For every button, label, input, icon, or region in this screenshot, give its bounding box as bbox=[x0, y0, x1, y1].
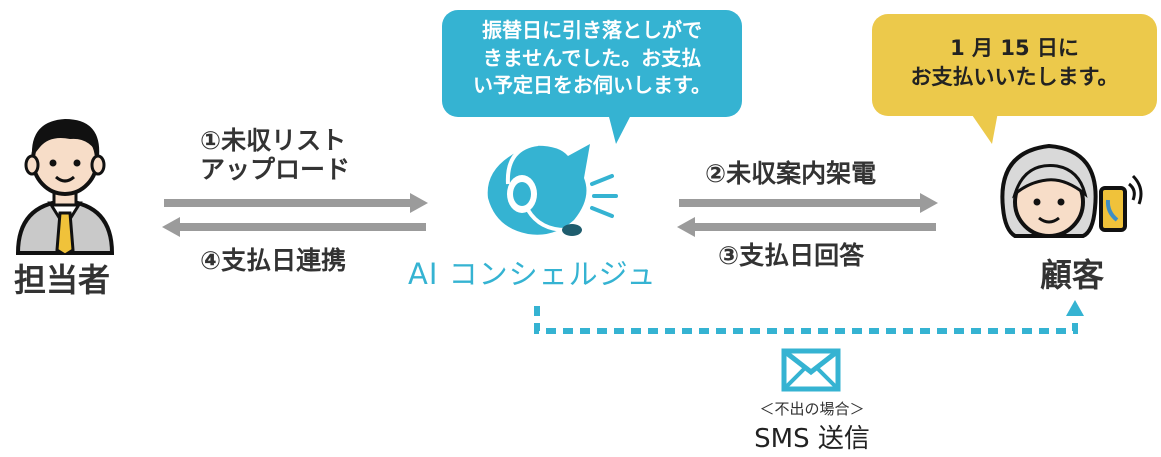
ai-customer-arrows bbox=[677, 193, 938, 237]
step4-label: ④支払日連携 bbox=[200, 246, 347, 275]
customer-speech-bubble bbox=[872, 14, 1157, 144]
sms-condition-note: ＜不出の場合＞ bbox=[759, 400, 865, 418]
ai-speech-bubble bbox=[442, 10, 742, 144]
customer-label: 顧客 bbox=[1040, 256, 1105, 294]
customer-bubble-line1: 1 月 15 日に bbox=[950, 36, 1079, 60]
sms-label: SMS 送信 bbox=[754, 424, 870, 454]
staff-icon bbox=[15, 119, 115, 255]
staff-ai-arrows bbox=[162, 193, 428, 237]
ai-bubble-line1: 振替日に引き落としがで bbox=[482, 18, 702, 42]
step1-line1: ①未収リスト bbox=[200, 126, 347, 155]
ai-bubble-line2: きませんでした。お支払 bbox=[482, 45, 702, 70]
ai-concierge-icon bbox=[487, 142, 618, 236]
staff-label: 担当者 bbox=[14, 261, 111, 299]
customer-bubble-text: 1 月 15 日に お支払いいたします。 bbox=[872, 34, 1157, 92]
customer-icon bbox=[1000, 143, 1143, 238]
step3-label: ③支払日回答 bbox=[718, 241, 865, 270]
ai-label: AI コンシェルジュ bbox=[408, 257, 657, 291]
mail-icon bbox=[781, 348, 841, 392]
step2-label: ②未収案内架電 bbox=[705, 159, 877, 188]
ai-bubble-text: 振替日に引き落としがで きませんでした。お支払 い予定日をお伺いします。 bbox=[442, 17, 742, 100]
step1-label: ①未収リスト アップロード bbox=[200, 126, 351, 185]
step1-line2: アップロード bbox=[200, 154, 351, 184]
customer-bubble-line2: お支払いいたします。 bbox=[910, 64, 1119, 89]
ai-bubble-line3: い予定日をお伺いします。 bbox=[473, 73, 711, 98]
sms-dashed-arrow bbox=[534, 300, 1084, 334]
